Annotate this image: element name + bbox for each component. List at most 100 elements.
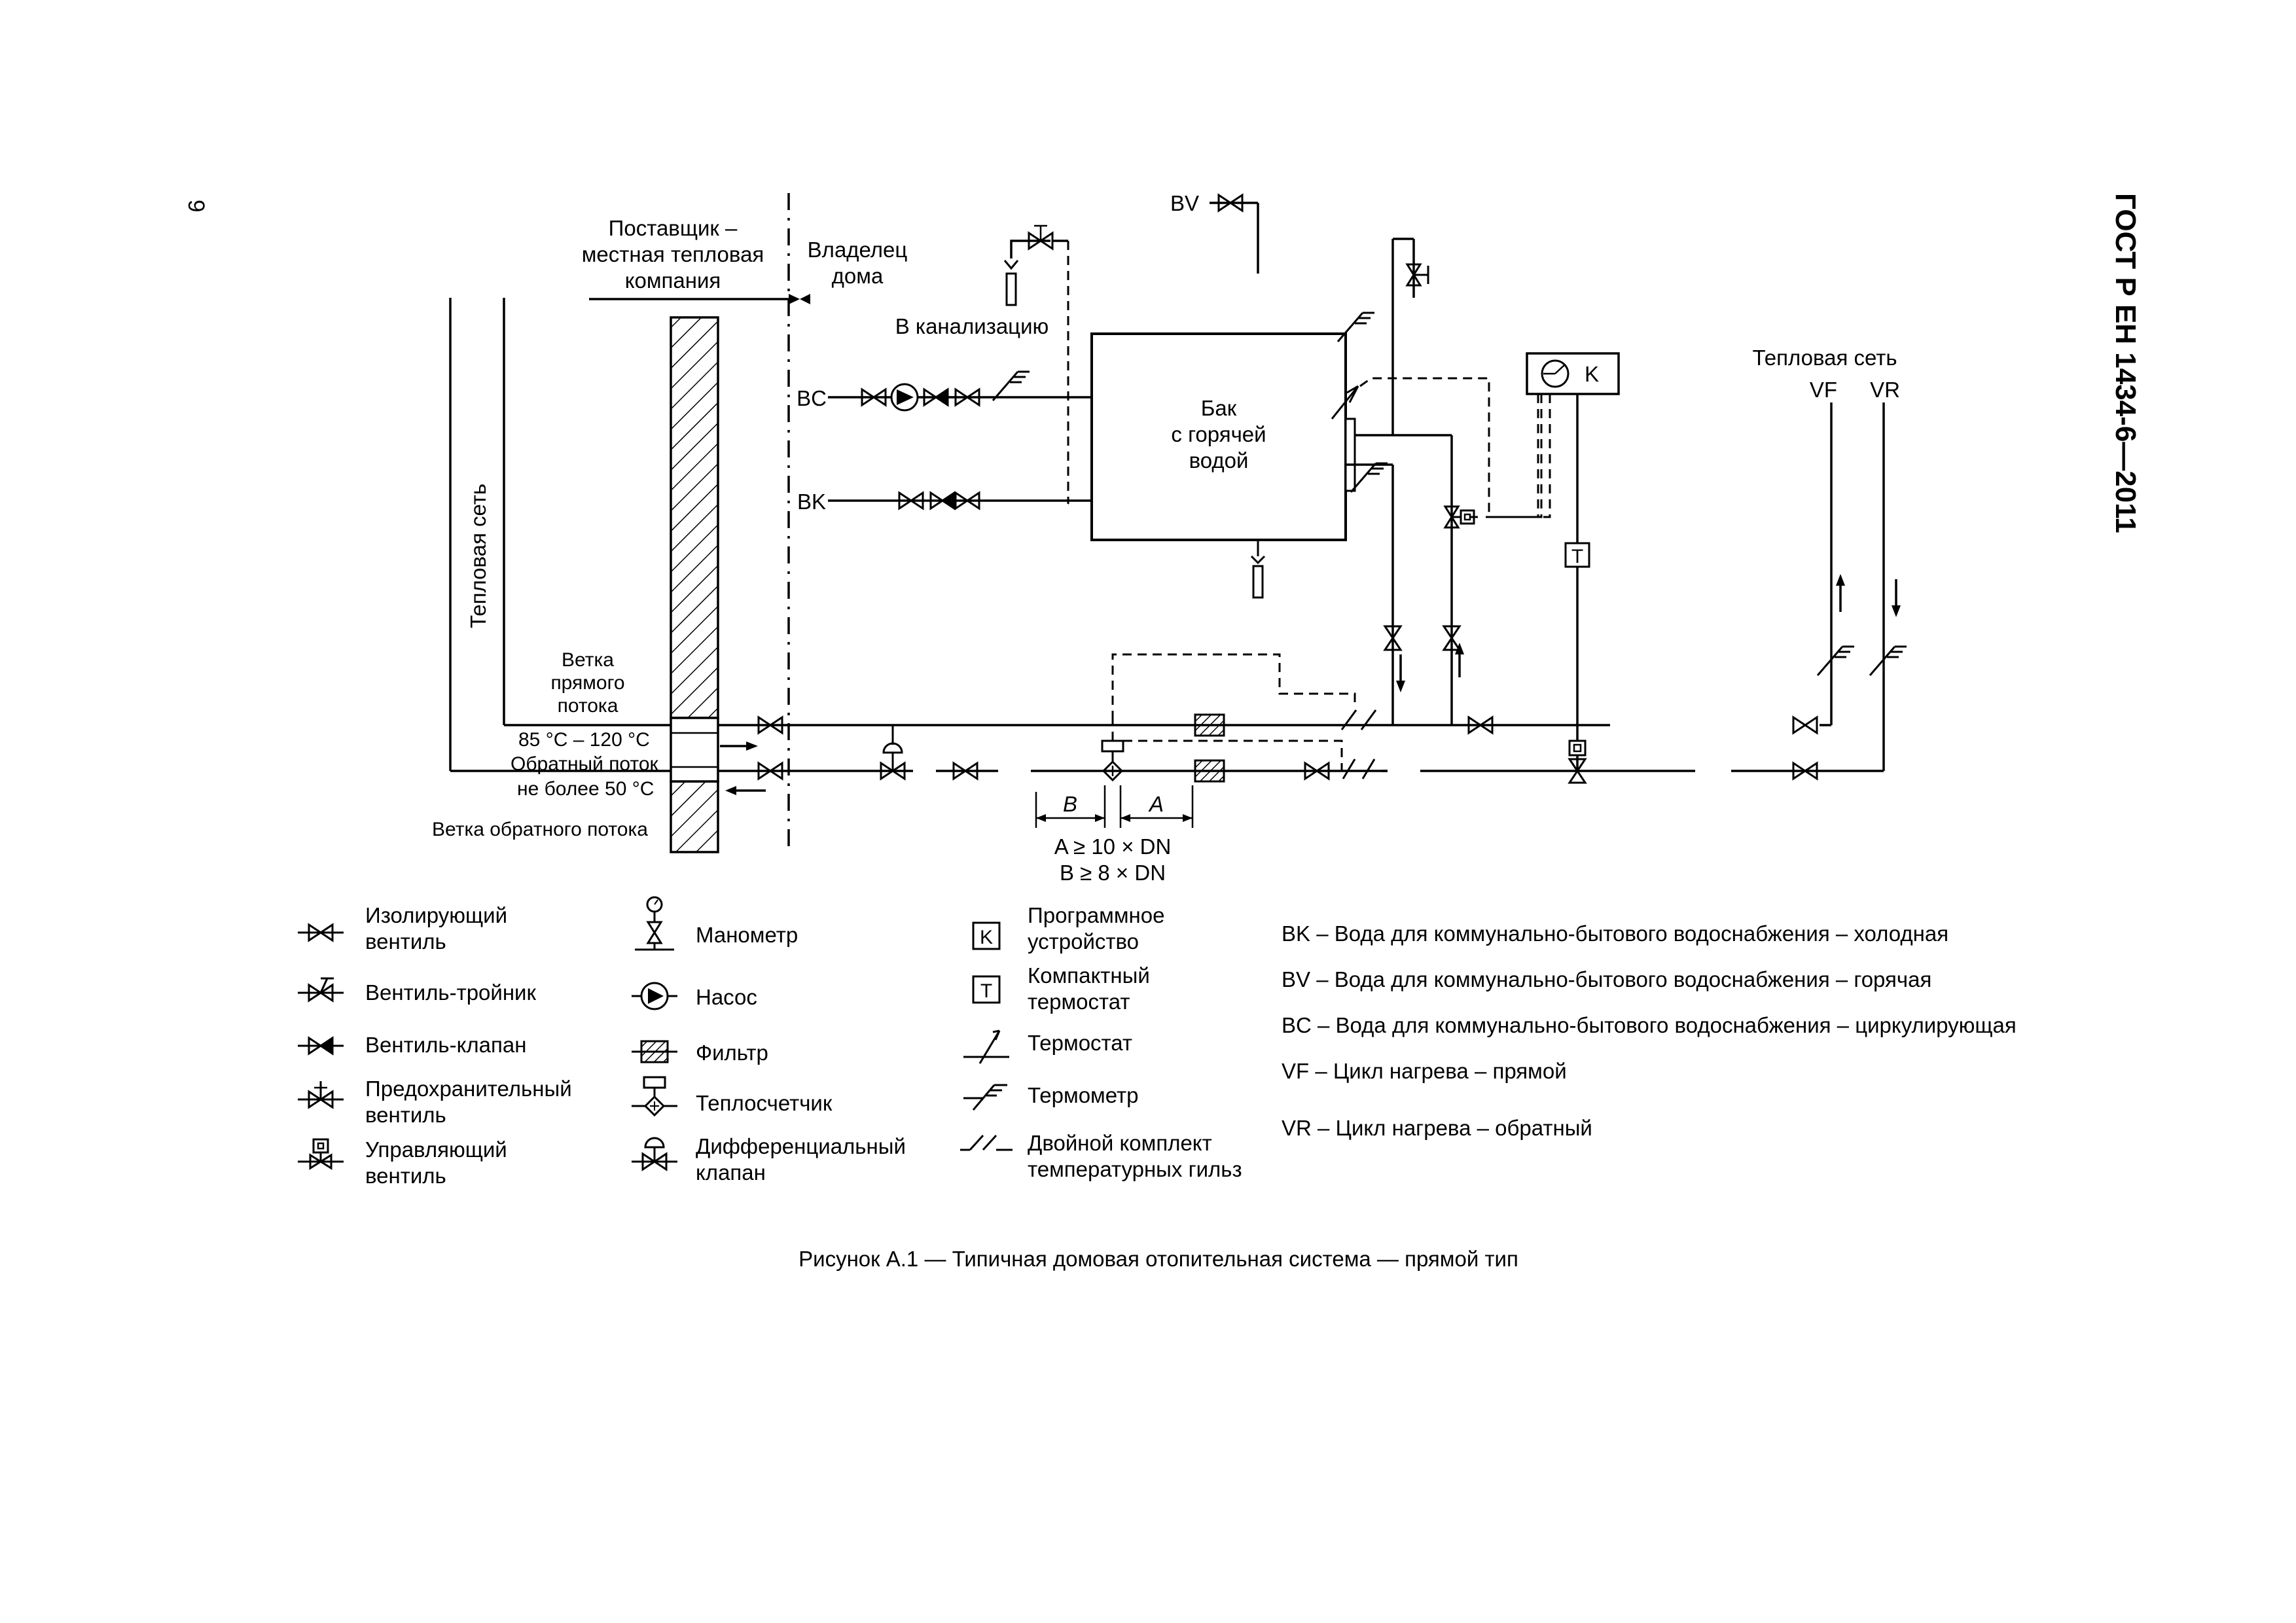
svg-text:Вентиль-клапан: Вентиль-клапан — [365, 1033, 526, 1057]
to-sewer-label: В канализацию — [895, 314, 1049, 338]
figure-caption: Рисунок А.1 — Типичная домовая отопитель… — [798, 1247, 1518, 1271]
riser-control-valve — [1443, 505, 1475, 529]
vr-thermometer — [1869, 645, 1908, 677]
heat-network-risers: Тепловая сеть — [449, 298, 505, 771]
svg-text:температурных гильз: температурных гильз — [1028, 1157, 1242, 1181]
heat-meter — [1101, 740, 1124, 782]
compact-thermostat-label: T — [1571, 546, 1583, 567]
riser-safety-valve — [1405, 263, 1429, 287]
control-valve-icon — [298, 1138, 344, 1169]
pump-icon — [632, 982, 677, 1010]
svg-text:Дифференциальный: Дифференциальный — [696, 1134, 906, 1158]
svg-text:T: T — [980, 980, 992, 1002]
svg-text:Бак: Бак — [1201, 396, 1237, 420]
sewer-safety-valve — [1003, 224, 1068, 306]
heat-meter-icon — [632, 1076, 677, 1117]
dimension-b-label: B — [1063, 792, 1077, 816]
page-number: 9 — [183, 200, 209, 212]
svg-text:Поставщик –: Поставщик – — [609, 216, 738, 240]
hot-water-tank — [1090, 332, 1347, 541]
svg-text:вентиль: вентиль — [365, 1164, 446, 1188]
supplier-label: Поставщик – местная тепловая компания — [582, 216, 764, 293]
compact-thermostat-icon: T — [972, 975, 1001, 1004]
return-filter — [1194, 759, 1225, 783]
differential-valve-icon — [632, 1137, 677, 1171]
svg-text:Изолирующий: Изолирующий — [365, 903, 507, 927]
program-clock-icon — [1541, 359, 1570, 388]
svg-text:Фильтр: Фильтр — [696, 1041, 768, 1065]
dimension-a-label: A — [1148, 792, 1164, 816]
program-device-label: K — [1585, 362, 1599, 386]
svg-text:дома: дома — [832, 264, 884, 288]
svg-text:Термостат: Термостат — [1028, 1031, 1132, 1055]
abbr-vf: VF – Цикл нагрева – прямой — [1282, 1059, 1567, 1083]
svg-text:Теплосчетчик: Теплосчетчик — [696, 1091, 833, 1115]
compact-thermostat-box — [1564, 542, 1590, 568]
svg-text:Компактный: Компактный — [1028, 963, 1150, 988]
svg-text:с горячей: с горячей — [1171, 422, 1266, 446]
svg-text:Манометр: Манометр — [696, 923, 798, 947]
condition-b-label: B ≥ 8 × DN — [1060, 861, 1166, 885]
svg-text:вентиль: вентиль — [365, 929, 446, 954]
forward-branch-label: Ветка прямого потока — [550, 649, 624, 717]
svg-text:Предохранительный: Предохранительный — [365, 1077, 572, 1101]
svg-text:Насос: Насос — [696, 985, 757, 1009]
double-sleeve-icon — [960, 1134, 1013, 1151]
abbr-vr: VR – Цикл нагрева – обратный — [1282, 1116, 1592, 1140]
isolating-valve-icon — [298, 923, 344, 942]
double-sleeve-return — [1342, 758, 1376, 779]
manometer-icon — [635, 896, 674, 951]
bc-pump — [890, 383, 919, 412]
svg-text:клапан: клапан — [696, 1160, 766, 1185]
supply-filter — [1194, 713, 1225, 737]
heat-network-right-label: Тепловая сеть — [1752, 346, 1897, 370]
svg-text:вентиль: вентиль — [365, 1103, 446, 1127]
abbr-bc: BC – Вода для коммунально-бытового водос… — [1282, 1013, 2017, 1037]
svg-text:водой: водой — [1189, 448, 1249, 473]
dimension-markers: B A A ≥ 10 × DN B ≥ 8 × DN — [1035, 785, 1194, 885]
svg-text:Управляющий: Управляющий — [365, 1137, 507, 1162]
svg-text:термостат: термостат — [1028, 990, 1130, 1014]
svg-text:Программное: Программное — [1028, 903, 1164, 927]
abbr-bv: BV – Вода для коммунально-бытового водос… — [1282, 967, 1931, 991]
condition-a-label: A ≥ 10 × DN — [1054, 834, 1172, 859]
double-sleeve-supply — [1340, 709, 1377, 730]
svg-text:устройство: устройство — [1028, 929, 1139, 954]
svg-text:местная тепловая: местная тепловая — [582, 242, 764, 266]
vr-label: VR — [1870, 378, 1900, 402]
standard-title: ГОСТ Р ЕН 1434-6—2011 — [2109, 193, 2142, 533]
building-wall — [670, 316, 719, 853]
tank-thermometer-2 — [1350, 462, 1389, 493]
svg-text:Вентиль-тройник: Вентиль-тройник — [365, 980, 536, 1005]
tank-thermostat — [1331, 385, 1359, 419]
vf-label: VF — [1810, 378, 1837, 402]
tank-drain — [1250, 540, 1266, 599]
thermometer-icon — [963, 1084, 1007, 1111]
svg-text:K: K — [980, 927, 993, 948]
bv-label: BV — [1170, 191, 1199, 215]
legend: Изолирующий вентиль Вентиль-тройник Вент… — [298, 896, 2017, 1188]
program-device-box — [1526, 352, 1620, 395]
heat-network-vertical-label: Тепловая сеть — [466, 484, 490, 628]
vf-thermometer — [1816, 645, 1856, 677]
return-temperature-label: не более 50 °С — [517, 778, 654, 800]
safety-valve-icon — [298, 1081, 344, 1109]
return-branch-label: Ветка обратного потока — [432, 819, 648, 840]
bc-label: BC — [797, 386, 827, 410]
tank-heat-exchanger — [1344, 418, 1356, 492]
three-way-valve-icon — [298, 977, 344, 1002]
forward-temperature-label: 85 °С – 120 °С — [518, 729, 650, 751]
network-vf-valve — [1792, 716, 1818, 734]
svg-text:Термометр: Термометр — [1028, 1083, 1138, 1107]
filter-icon — [632, 1040, 677, 1063]
owner-label: Владелец дома — [808, 238, 908, 288]
tank-label: Бак с горячей водой — [1171, 396, 1266, 473]
bk-label: BK — [797, 490, 826, 514]
svg-text:Ветка: Ветка — [562, 649, 614, 671]
svg-text:Двойной комплект: Двойной комплект — [1028, 1131, 1212, 1155]
svg-text:компания: компания — [625, 268, 721, 293]
svg-text:прямого: прямого — [550, 672, 624, 694]
thermostat-icon — [963, 1029, 1009, 1064]
abbr-bk: BK – Вода для коммунально-бытового водос… — [1282, 921, 1948, 946]
